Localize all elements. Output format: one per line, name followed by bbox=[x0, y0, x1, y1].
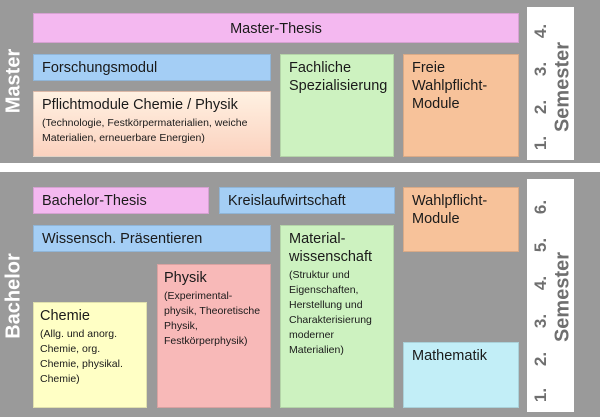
wahlpflicht-module-box: Wahlpflicht-Module bbox=[403, 187, 519, 252]
bachelor-semester-label: Semester bbox=[551, 251, 574, 343]
master-semester-1: 1. bbox=[531, 135, 550, 151]
mathematik-box: Mathematik bbox=[403, 342, 519, 408]
master-semester-label: Semester bbox=[551, 41, 574, 133]
kreislaufwirtschaft-box: Kreislaufwirtschaft bbox=[219, 187, 395, 214]
master-thesis-box: Master-Thesis bbox=[33, 13, 519, 43]
bachelor-thesis-label: Bachelor-Thesis bbox=[42, 193, 147, 209]
freie-wahlpflicht-label: Freie Wahlpflicht-Module bbox=[412, 60, 488, 112]
bachelor-semester-1: 1. bbox=[531, 387, 550, 403]
bachelor-thesis-box: Bachelor-Thesis bbox=[33, 187, 209, 214]
bachelor-semester-2: 2. bbox=[531, 351, 550, 367]
master-panel: Master 1. 2. 3. 4. Semester Master-Thesi… bbox=[0, 0, 600, 163]
materialwissenschaft-subtitle: (Struktur und Eigenschaften, Herstellung… bbox=[289, 269, 372, 356]
bachelor-semester-column: 1. 2. 3. 4. 5. 6. Semester bbox=[527, 179, 574, 412]
fachliche-spezialisierung-box: Fachliche Spezialisierung bbox=[280, 54, 394, 157]
wahlpflicht-module-label: Wahlpflicht-Module bbox=[412, 193, 488, 227]
physik-box: Physik (Experimental-physik, Theoretisch… bbox=[157, 264, 271, 408]
pflichtmodule-subtitle: (Technologie, Festkörpermaterialien, wei… bbox=[42, 117, 248, 144]
master-thesis-label: Master-Thesis bbox=[230, 21, 322, 37]
chemie-subtitle: (Allg. und anorg. Chemie, org. Chemie, p… bbox=[40, 328, 123, 385]
pflichtmodule-title: Pflichtmodule Chemie / Physik bbox=[42, 97, 238, 113]
chemie-title: Chemie bbox=[40, 308, 90, 324]
master-semester-4: 4. bbox=[531, 23, 550, 39]
materialwissenschaft-title: Material-wissenschaft bbox=[289, 231, 373, 265]
pflichtmodule-box: Pflichtmodule Chemie / Physik (Technolog… bbox=[33, 91, 271, 157]
bachelor-semester-5: 5. bbox=[531, 237, 550, 253]
fachliche-spezialisierung-label: Fachliche Spezialisierung bbox=[289, 60, 388, 94]
master-label: Master bbox=[2, 48, 25, 114]
wissensch-praesentieren-box: Wissensch. Präsentieren bbox=[33, 225, 271, 252]
chemie-box: Chemie (Allg. und anorg. Chemie, org. Ch… bbox=[33, 302, 147, 408]
bachelor-panel: Bachelor 1. 2. 3. 4. 5. 6. Semester Bach… bbox=[0, 172, 600, 417]
kreislaufwirtschaft-label: Kreislaufwirtschaft bbox=[228, 193, 346, 209]
master-semester-column: 1. 2. 3. 4. Semester bbox=[527, 7, 574, 160]
master-semester-3: 3. bbox=[531, 61, 550, 77]
master-semester-2: 2. bbox=[531, 99, 550, 115]
forschungsmodul-label: Forschungsmodul bbox=[42, 60, 158, 76]
materialwissenschaft-box: Material-wissenschaft (Struktur und Eige… bbox=[280, 225, 394, 408]
forschungsmodul-box: Forschungsmodul bbox=[33, 54, 271, 81]
wissensch-praesentieren-label: Wissensch. Präsentieren bbox=[42, 231, 203, 247]
physik-subtitle: (Experimental-physik, Theoretische Physi… bbox=[164, 290, 261, 347]
bachelor-semester-3: 3. bbox=[531, 313, 550, 329]
bachelor-semester-4: 4. bbox=[531, 275, 550, 291]
bachelor-semester-6: 6. bbox=[531, 199, 550, 215]
physik-title: Physik bbox=[164, 270, 207, 286]
freie-wahlpflicht-box: Freie Wahlpflicht-Module bbox=[403, 54, 519, 157]
bachelor-label: Bachelor bbox=[2, 253, 25, 339]
mathematik-label: Mathematik bbox=[412, 348, 487, 364]
